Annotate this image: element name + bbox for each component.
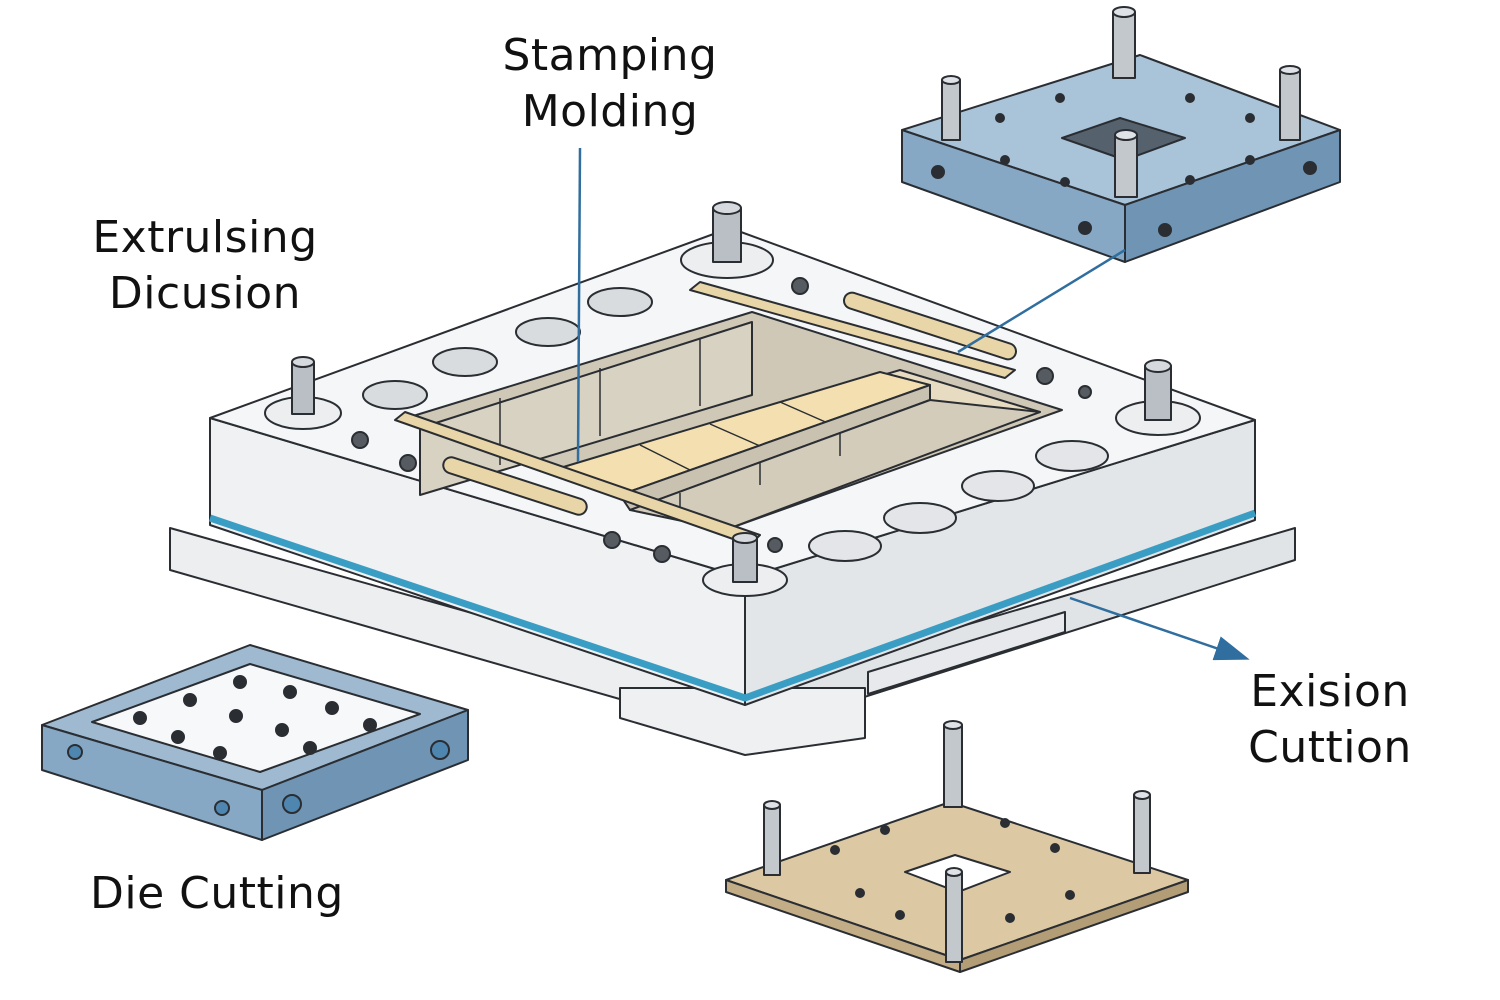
guide-strip-top [689, 281, 1016, 379]
top-hole [362, 380, 428, 410]
guide-pin-icon [1279, 65, 1301, 141]
label-die-cutting-line1: Die Cutting [90, 868, 344, 919]
label-extrusion: Extrulsing Dicusion [40, 210, 370, 322]
label-extrusion-line2: Dicusion [108, 268, 302, 319]
top-hole [432, 347, 498, 377]
screw-hole-icon [1036, 367, 1054, 385]
label-stamping-line1: Stamping [502, 30, 718, 81]
leader-line-stamping [576, 147, 582, 463]
guide-pin-icon [941, 75, 961, 141]
screw-hole-icon [653, 545, 671, 563]
guide-pin-icon [264, 356, 342, 430]
label-excision-line1: Exision [1250, 666, 1410, 717]
guide-strip-diagonal [394, 411, 761, 546]
label-stamping-line2: Molding [521, 86, 699, 137]
screw-hole-icon [767, 537, 783, 553]
screw-hole-icon [399, 454, 417, 472]
top-hole [808, 530, 882, 562]
guide-pin-icon [1133, 790, 1151, 874]
guide-pin-icon [1115, 359, 1201, 436]
label-die-cutting: Die Cutting [90, 866, 344, 922]
top-hole [961, 470, 1035, 502]
top-right-blue-plate [901, 6, 1341, 263]
base-step-b [867, 611, 1066, 695]
die-cutting-plate [41, 644, 469, 841]
leader-line-top-plate [957, 248, 1126, 354]
screw-hole-icon [351, 431, 369, 449]
guide-pin-icon [763, 800, 781, 876]
main-mold-block [169, 201, 1296, 756]
guide-pin-icon [1112, 6, 1136, 79]
accent-stripe [208, 509, 1257, 702]
top-hole [587, 287, 653, 317]
slot-left [442, 456, 588, 516]
top-hole [515, 317, 581, 347]
leader-line-excision [1069, 596, 1250, 661]
label-excision: Exision Cuttion [1195, 664, 1465, 776]
base-step-a [619, 687, 866, 756]
screw-hole-icon [1078, 385, 1092, 399]
screw-hole-icon [603, 531, 621, 549]
top-hole [883, 502, 957, 534]
label-extrusion-line1: Extrulsing [92, 212, 318, 263]
guide-pin-icon [945, 867, 963, 963]
guide-pin-icon [1114, 129, 1138, 198]
label-stamping-molding: Stamping Molding [460, 28, 760, 140]
guide-pin-icon [680, 201, 774, 279]
guide-pin-icon [702, 532, 788, 597]
guide-pin-icon [943, 720, 963, 808]
screw-hole-icon [791, 277, 809, 295]
bottom-right-tan-plate [725, 720, 1189, 973]
label-excision-line2: Cuttion [1248, 722, 1412, 773]
top-hole [1035, 440, 1109, 472]
